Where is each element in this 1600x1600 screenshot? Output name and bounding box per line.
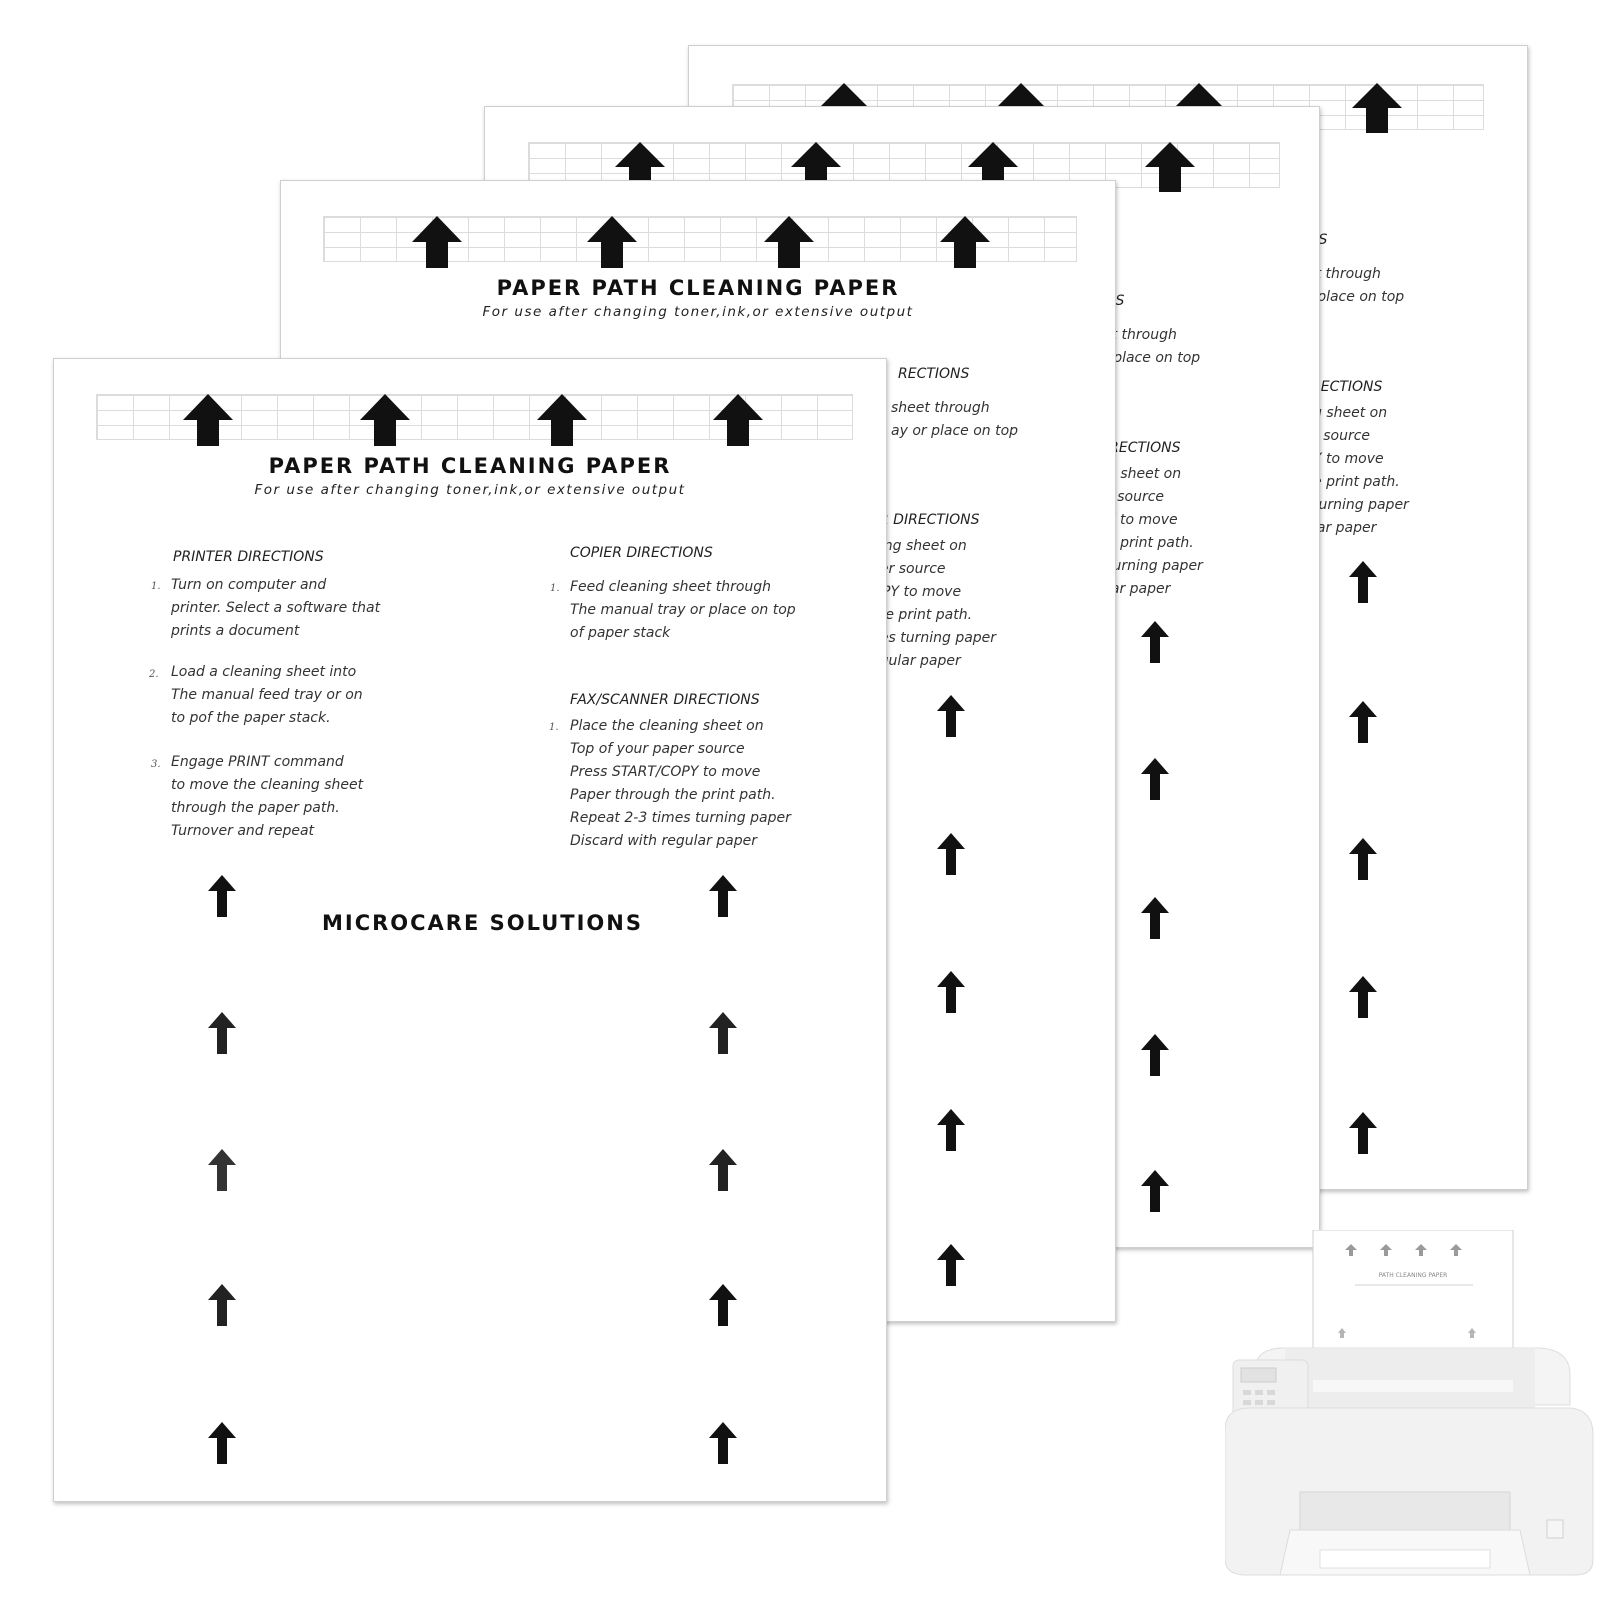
arrow-up-icon: [1349, 976, 1377, 1018]
sheet-subtitle: For use after changing toner,ink,or exte…: [482, 304, 914, 320]
arrow-up-icon: [1141, 897, 1169, 939]
arrow-up-icon: [587, 216, 637, 268]
copier-text-fragment: et through r place on top: [1103, 327, 1201, 366]
printer-step-text: Load a cleaning sheet into The manual fe…: [171, 664, 363, 726]
copier-heading-fragment: RECTIONS: [898, 366, 970, 382]
fax-heading-fragment: IRECTIONS: [1105, 440, 1181, 456]
arrow-up-icon: [709, 1012, 737, 1054]
arrow-up-icon: [208, 1012, 236, 1054]
brand-name: MICROCARE SOLUTIONS: [322, 911, 643, 935]
arrow-up-icon: [1349, 1112, 1377, 1154]
printer-icon: PATH CLEANING PAPER: [1224, 1229, 1594, 1576]
step-number: 3.: [151, 759, 161, 770]
step-number: 2.: [149, 669, 159, 680]
arrow-up-icon: [208, 1422, 236, 1464]
arrow-up-icon: [937, 1244, 965, 1286]
step-number: 1.: [151, 581, 161, 592]
sheet-subtitle: For use after changing toner,ink,or exte…: [254, 482, 686, 498]
cleaning-sheet-front: PAPER PATH CLEANING PAPER For use after …: [53, 358, 887, 1502]
printer-step-text: Turn on computer and printer. Select a s…: [171, 577, 381, 639]
arrow-up-icon: [968, 142, 1018, 192]
arrow-up-icon: [208, 875, 236, 917]
arrow-up-icon: [937, 695, 965, 737]
arrow-up-icon: [709, 1284, 737, 1326]
step-number: 1.: [549, 722, 559, 733]
copier-text-fragment: et through r place on top: [1307, 266, 1405, 305]
printer-step-text: Engage PRINT command to move the cleanin…: [171, 754, 364, 839]
copier-step-text: Feed cleaning sheet through The manual t…: [570, 579, 796, 641]
printer-directions-heading: PRINTER DIRECTIONS: [173, 549, 324, 565]
arrow-up-icon: [1349, 561, 1377, 603]
arrow-up-icon: [208, 1284, 236, 1326]
arrow-up-icon: [764, 216, 814, 268]
arrow-up-icon: [709, 1149, 737, 1191]
arrow-up-icon: [709, 875, 737, 917]
arrow-up-icon: [183, 394, 233, 446]
fax-heading-fragment: RECTIONS: [1311, 379, 1383, 395]
arrow-up-icon: [937, 971, 965, 1013]
arrow-up-icon: [1349, 701, 1377, 743]
arrow-up-icon: [537, 394, 587, 446]
arrow-up-icon: [208, 1149, 236, 1191]
arrow-up-icon: [940, 216, 990, 268]
fax-directions-heading: FAX/SCANNER DIRECTIONS: [570, 692, 760, 708]
copier-directions-heading: COPIER DIRECTIONS: [570, 545, 713, 561]
sheet-title: PAPER PATH CLEANING PAPER: [268, 454, 672, 478]
arrow-up-icon: [1141, 621, 1169, 663]
printer-illustration: PATH CLEANING PAPER: [1224, 1229, 1595, 1590]
fax-text-fragment: g sheet on r source Y to move e print pa…: [1107, 466, 1203, 597]
arrow-up-icon: [1349, 838, 1377, 880]
arrow-up-icon: [1145, 142, 1195, 192]
arrow-up-icon: [1141, 758, 1169, 800]
step-number: 1.: [550, 583, 560, 594]
sheet-title: PAPER PATH CLEANING PAPER: [496, 276, 900, 300]
fax-heading-fragment: R DIRECTIONS: [879, 512, 980, 528]
arrow-up-icon: [937, 1109, 965, 1151]
fax-step-text: Place the cleaning sheet on Top of your …: [570, 718, 791, 849]
arrow-up-icon: [1141, 1170, 1169, 1212]
arrow-up-icon: [615, 142, 665, 192]
arrow-up-icon: [791, 142, 841, 192]
arrow-up-icon: [360, 394, 410, 446]
copier-text-fragment: sheet through ay or place on top: [891, 400, 1019, 439]
arrow-up-icon: [412, 216, 462, 268]
arrow-up-icon: [937, 833, 965, 875]
fax-text-fragment: g sheet on r source Y to move e print pa…: [1313, 405, 1409, 536]
arrow-up-icon: [709, 1422, 737, 1464]
arrow-up-icon: [1141, 1034, 1169, 1076]
arrow-up-icon: [713, 394, 763, 446]
arrow-up-icon: [1352, 83, 1402, 133]
printer-paper-title: PATH CLEANING PAPER: [1379, 1272, 1448, 1279]
fax-text-fragment: ning sheet on per source OPY to move the…: [871, 538, 997, 669]
